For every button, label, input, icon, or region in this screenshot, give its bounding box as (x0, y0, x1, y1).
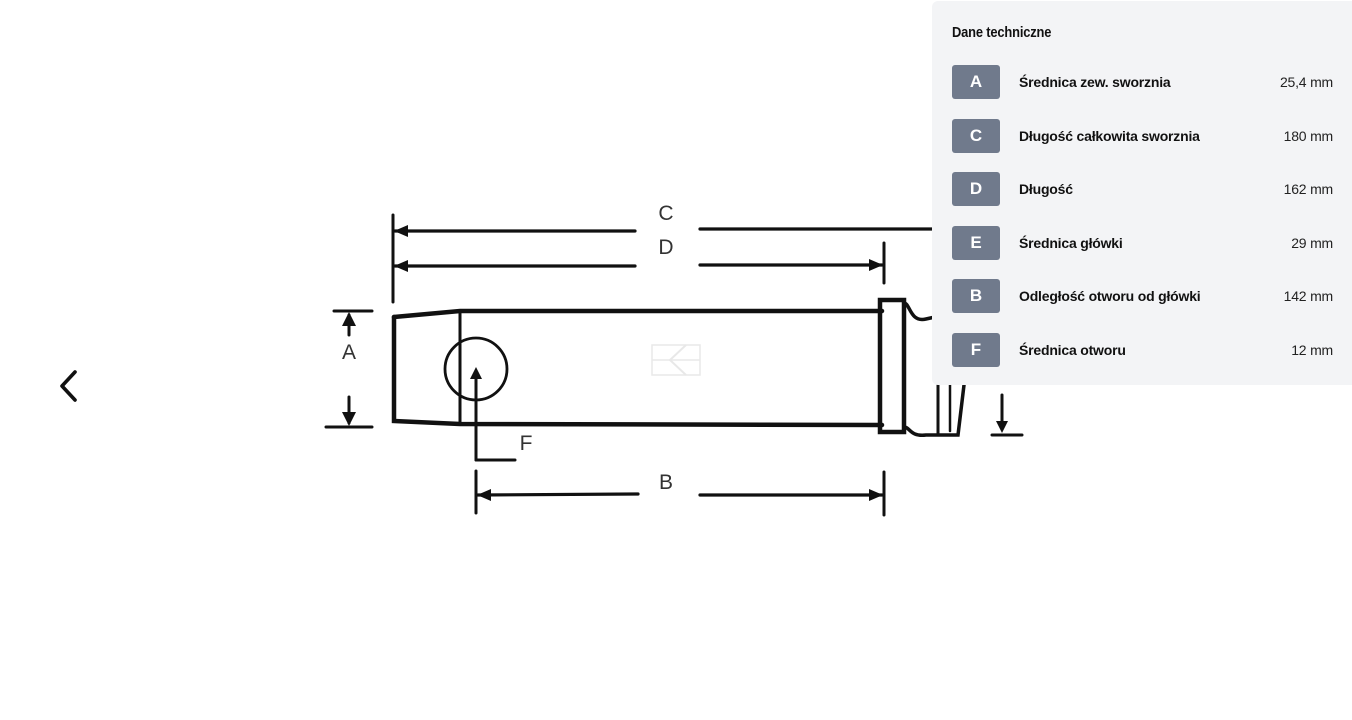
spec-key-badge: E (952, 225, 1000, 260)
spec-name: Długość (1019, 181, 1073, 197)
spec-name: Odległość otworu od główki (1019, 288, 1201, 304)
technical-data-panel: Dane techniczne A Średnica zew. sworznia… (932, 1, 1352, 385)
spec-value: 29 mm (1291, 234, 1333, 251)
spec-value: 142 mm (1283, 288, 1334, 304)
spec-row: C Długość całkowita sworznia 180 mm (952, 118, 1334, 153)
dimension-label-b: B (659, 471, 673, 494)
panel-title: Dane techniczne (952, 24, 1052, 41)
spec-name: Długość całkowita sworznia (1019, 127, 1200, 144)
spec-value: 25,4 mm (1279, 74, 1333, 90)
spec-key-badge: C (952, 118, 1000, 153)
pin-technical-drawing[interactable]: C D A F B (310, 195, 1040, 525)
brand-logo-watermark (651, 344, 701, 376)
previous-image-button[interactable] (44, 360, 92, 412)
spec-row: A Średnica zew. sworznia 25,4 mm (952, 65, 1333, 99)
spec-row: E Średnica główki 29 mm (952, 225, 1333, 260)
chevron-left-icon (60, 370, 77, 402)
spec-key-badge: A (952, 65, 1000, 99)
spec-name: Średnica główki (1019, 234, 1123, 251)
dimension-label-d: D (658, 236, 673, 259)
spec-row: D Długość 162 mm (952, 172, 1333, 206)
spec-row: B Odległość otworu od główki 142 mm (952, 279, 1333, 313)
spec-name: Średnica zew. sworznia (1019, 74, 1171, 90)
spec-value: 162 mm (1283, 181, 1334, 197)
spec-key-badge: D (952, 172, 1000, 206)
spec-value: 180 mm (1283, 127, 1334, 144)
dimension-label-f: F (520, 432, 533, 455)
spec-row: F Średnica otworu 12 mm (952, 332, 1333, 367)
spec-key-badge: B (952, 279, 1000, 313)
spec-name: Średnica otworu (1019, 341, 1126, 358)
dimension-label-a: A (342, 341, 356, 364)
spec-value: 12 mm (1291, 341, 1333, 358)
drawing-canvas: C D A F B (324, 202, 1024, 517)
spec-key-badge: F (952, 332, 1000, 367)
dimension-label-c: C (658, 202, 673, 225)
